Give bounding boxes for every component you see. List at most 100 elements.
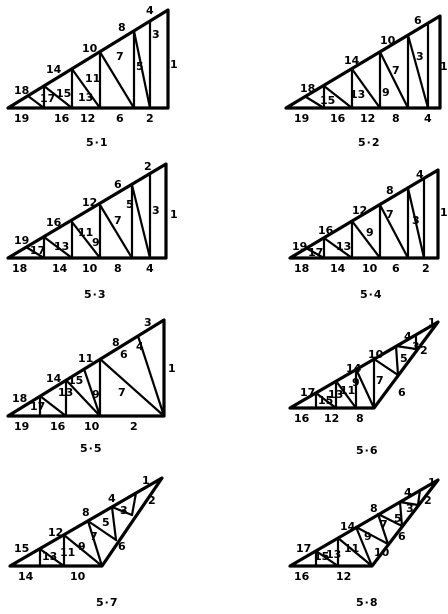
member-number: 16 <box>318 224 334 237</box>
member-number: 8 <box>118 21 126 34</box>
member-number: 15 <box>14 542 29 555</box>
member-number: 18 <box>294 262 309 275</box>
member-number: 8 <box>356 412 364 425</box>
member-number: 11 <box>78 352 93 365</box>
member-numbers: 1 4 8 12 15 13 11 9 7 5 3 2 14 10 6 <box>14 474 156 583</box>
member-number: 13 <box>350 88 365 101</box>
member-number: 13 <box>336 240 351 253</box>
member-number: 4 <box>108 492 116 505</box>
member-number: 3 <box>412 340 420 353</box>
member-number: 15 <box>320 94 335 107</box>
member-number: 1 <box>170 58 178 71</box>
truss-outline <box>288 478 440 568</box>
member-number: 4 <box>146 262 154 275</box>
truss-web-members <box>38 491 138 568</box>
member-number: 10 <box>362 262 378 275</box>
member-number: 12 <box>352 204 367 217</box>
member-number: 19 <box>14 420 29 433</box>
member-number: 16 <box>294 570 310 583</box>
member-number: 10 <box>368 348 384 361</box>
member-number: 15 <box>56 87 71 100</box>
panel-caption: 5·5 <box>80 442 103 455</box>
panel-5-3: 2 6 12 16 19 17 13 11 9 7 5 3 1 18 14 10… <box>6 160 178 301</box>
truss-outline <box>8 476 164 568</box>
member-number: 4 <box>404 486 412 499</box>
truss-web-members <box>304 176 426 260</box>
member-number: 17 <box>300 386 315 399</box>
member-number: 16 <box>54 112 70 125</box>
member-number: 18 <box>12 392 27 405</box>
member-number: 17 <box>30 400 45 413</box>
member-number: 2 <box>148 494 156 507</box>
member-number: 10 <box>84 420 100 433</box>
member-number: 3 <box>412 214 420 227</box>
member-number: 1 <box>428 316 436 329</box>
member-numbers: 1 4 10 14 17 15 13 11 9 7 5 3 2 16 12 8 … <box>294 316 436 425</box>
member-number: 9 <box>92 236 100 249</box>
member-number: 11 <box>78 226 93 239</box>
member-number: 16 <box>294 412 310 425</box>
panel-caption: 5·8 <box>356 596 379 609</box>
truss-outline <box>288 320 440 410</box>
member-number: 8 <box>114 262 122 275</box>
member-number: 6 <box>392 262 400 275</box>
panel-caption: 5·7 <box>96 596 119 609</box>
member-number: 14 <box>46 372 62 385</box>
member-number: 14 <box>46 63 62 76</box>
truss-outline <box>284 14 442 110</box>
member-number: 6 <box>398 530 406 543</box>
truss-web-members <box>24 172 152 260</box>
member-numbers: 4 8 10 14 18 17 15 11 13 7 5 3 1 19 16 1… <box>14 4 178 125</box>
member-number: 1 <box>168 362 176 375</box>
member-numbers: 4 8 12 16 19 17 13 9 7 3 1 18 14 10 6 2 <box>292 168 448 275</box>
member-number: 6 <box>116 112 124 125</box>
member-number: 9 <box>92 388 100 401</box>
member-number: 17 <box>30 244 45 257</box>
member-number: 14 <box>346 362 362 375</box>
member-number: 14 <box>344 54 360 67</box>
panel-5-5: 3 8 11 14 18 17 13 15 9 7 6 4 1 19 16 10… <box>6 316 176 455</box>
member-number: 10 <box>380 34 396 47</box>
truss-outline <box>6 162 168 260</box>
member-number: 3 <box>406 502 414 515</box>
member-number: 2 <box>130 420 138 433</box>
panel-caption: 5·1 <box>86 136 109 149</box>
member-number: 1 <box>170 208 178 221</box>
member-number: 9 <box>364 530 372 543</box>
member-number: 14 <box>18 570 34 583</box>
member-number: 10 <box>82 262 98 275</box>
member-number: 9 <box>366 226 374 239</box>
truss-outline <box>6 8 170 110</box>
member-number: 14 <box>52 262 68 275</box>
member-number: 6 <box>114 178 122 191</box>
member-number: 17 <box>40 92 55 105</box>
member-number: 11 <box>344 542 359 555</box>
member-number: 5 <box>102 516 110 529</box>
member-number: 8 <box>386 184 394 197</box>
member-number: 6 <box>398 386 406 399</box>
member-number: 4 <box>404 330 412 343</box>
member-number: 6 <box>118 540 126 553</box>
panel-5-2: 6 10 14 18 15 13 9 7 3 1 19 16 12 8 4 5·… <box>284 14 448 149</box>
member-number: 14 <box>340 520 356 533</box>
member-number: 13 <box>78 91 93 104</box>
member-number: 1 <box>440 206 448 219</box>
member-number: 11 <box>340 384 355 397</box>
member-number: 18 <box>14 84 29 97</box>
member-number: 7 <box>380 518 388 531</box>
member-number: 12 <box>336 570 351 583</box>
member-number: 1 <box>142 474 150 487</box>
member-number: 5 <box>394 512 402 525</box>
member-number: 8 <box>112 336 120 349</box>
member-number: 13 <box>326 548 341 561</box>
member-number: 19 <box>14 234 29 247</box>
panel-caption: 5·2 <box>358 136 381 149</box>
truss-web-members <box>314 488 422 568</box>
member-number: 16 <box>330 112 346 125</box>
panel-5-4: 4 8 12 16 19 17 13 9 7 3 1 18 14 10 6 2 … <box>288 168 448 301</box>
member-number: 12 <box>360 112 375 125</box>
member-number: 18 <box>12 262 27 275</box>
member-number: 9 <box>78 540 86 553</box>
member-number: 3 <box>416 50 424 63</box>
